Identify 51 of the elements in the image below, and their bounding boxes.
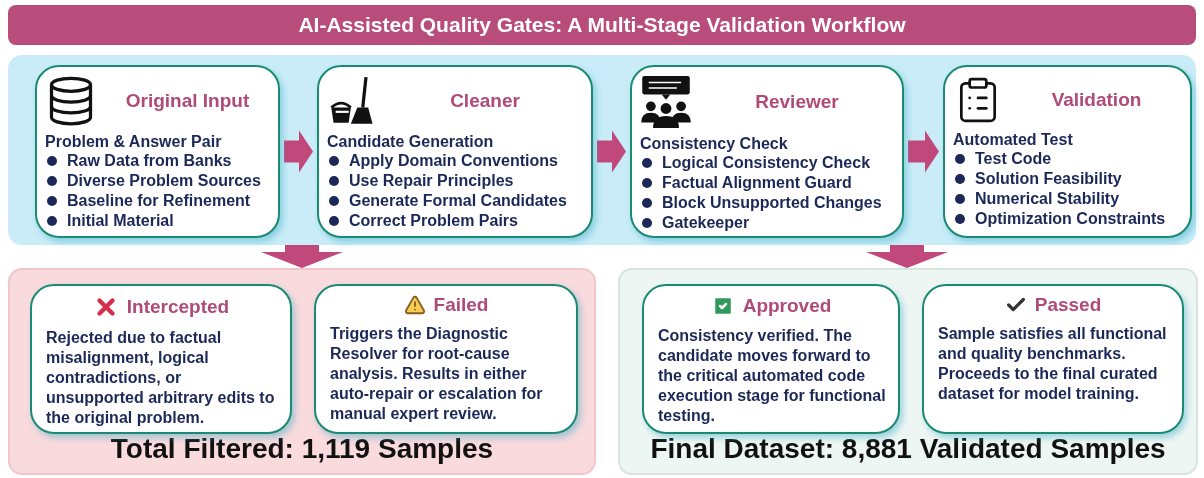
stage-subtitle: Problem & Answer Pair (45, 133, 223, 151)
bullet-text: Gatekeeper (662, 213, 750, 233)
result-title: Failed (433, 294, 489, 316)
stage-card (317, 65, 593, 238)
stage-card (35, 65, 280, 238)
outcome-panel (618, 268, 1198, 475)
panel-total: Total Filtered: 1,119 Samples (109, 433, 495, 465)
bullet-text: Correct Problem Pairs (349, 211, 518, 231)
bullet-text: Solution Feasibility (975, 169, 1122, 189)
result-card (314, 284, 578, 434)
bullet-text: Test Code (975, 149, 1052, 169)
result-title: Intercepted (126, 296, 230, 318)
stage-subtitle: Automated Test (953, 131, 1074, 149)
stage-card (943, 65, 1192, 238)
result-card (30, 284, 292, 434)
stage-subtitle: Consistency Check (640, 135, 789, 153)
bullet-text: Initial Material (67, 211, 174, 231)
stage-title: Reviewer (754, 91, 840, 113)
bullet-text: Generate Formal Candidates (349, 191, 567, 211)
stage-title: Cleaner (449, 90, 521, 112)
block-arrow (284, 130, 313, 173)
stage-title: Validation (1050, 89, 1143, 111)
bullet-text: Apply Domain Conventions (349, 151, 558, 171)
bullet-text: Logical Consistency Check (662, 153, 871, 173)
result-title: Passed (1034, 294, 1102, 316)
result-description: Consistency verified. The candidate moves forward to the critical automated code execution stage for functional testing. (658, 326, 886, 426)
bullet-text: Factual Alignment Guard (662, 173, 852, 193)
panel-total: Final Dataset: 8,881 Validated Samples (649, 433, 1167, 465)
stage-card (630, 65, 904, 238)
bullet-text: Raw Data from Banks (67, 151, 232, 171)
result-card (922, 284, 1184, 434)
result-description: Rejected due to factual misalignment, logical contradictions, or unsupported arbitrary edits to the original problem. (46, 328, 276, 428)
result-title: Approved (742, 295, 832, 317)
stage-title: Original Input (124, 90, 251, 112)
result-card (642, 284, 900, 434)
stage-band (8, 55, 1196, 245)
bullet-text: Optimization Constraints (975, 209, 1166, 229)
bullet-text: Use Repair Principles (349, 171, 514, 191)
result-description: Triggers the Diagnostic Resolver for root-cause analysis. Results in either auto-repair or escalation for manual expert review. (330, 324, 544, 424)
bullet-text: Numerical Stability (975, 189, 1120, 209)
block-arrow (597, 130, 626, 173)
block-arrow (908, 130, 939, 173)
result-description: Sample satisfies all functional and quality benchmarks. Proceeds to the final curated dataset for model training. (938, 324, 1168, 404)
title-banner: AI-Assisted Quality Gates: A Multi-Stage Validation Workflow (8, 5, 1196, 45)
bullet-text: Diverse Problem Sources (67, 171, 261, 191)
block-arrow (866, 245, 948, 268)
outcome-panel (8, 268, 596, 475)
stage-subtitle: Candidate Generation (327, 133, 495, 151)
block-arrow (261, 245, 343, 268)
bullet-text: Block Unsupported Changes (662, 193, 882, 213)
bullet-text: Baseline for Refinement (67, 191, 251, 211)
